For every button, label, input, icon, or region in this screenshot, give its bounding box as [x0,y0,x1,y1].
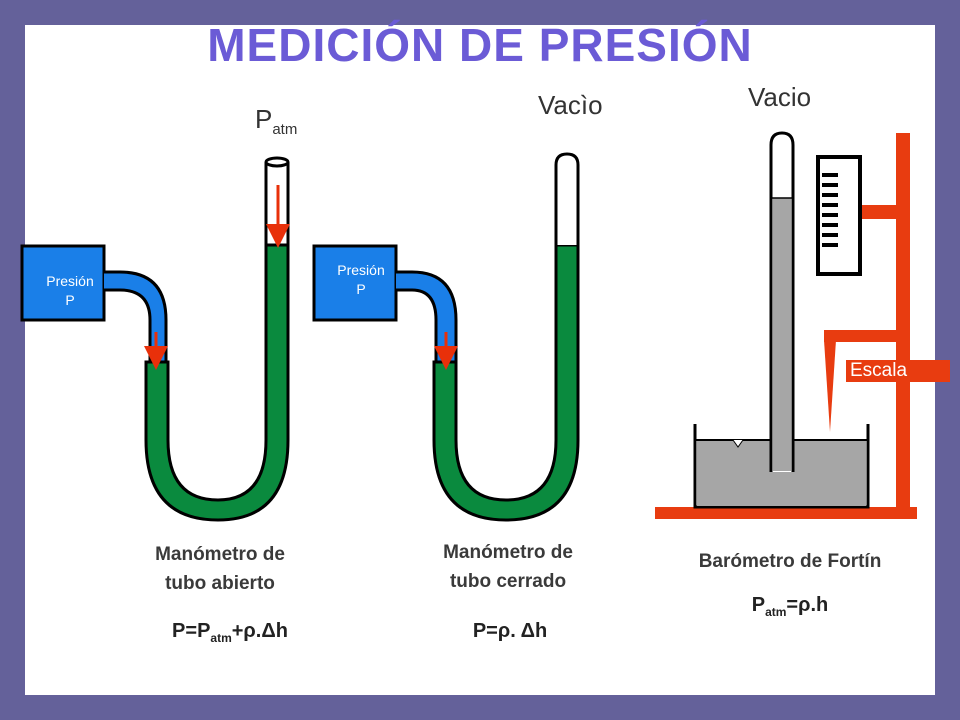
open-manometer [20,156,290,522]
scale-side-label: Escala [846,360,950,382]
formula-barometer-a: P [751,594,766,616]
fortin-barometer [655,131,917,519]
u-tube-closed [432,243,580,522]
vacio-label-barometer: Vacio [748,82,812,112]
formula-open: P=Patm+ρ.Δh [120,620,340,645]
caption-closed-line2: tubo cerrado [449,571,567,592]
reservoir-notch [732,439,744,448]
pointer-needle [824,340,836,432]
stand-arm-top [855,205,900,219]
caption-open-line2: tubo abierto [165,573,275,594]
scale-ticks [822,173,838,247]
open-tube-mouth [264,156,290,168]
pressure-box-closed-text: Presión P [325,261,397,299]
barometer-mercury-column [773,198,791,471]
caption-open-line1: Manómetro de [155,544,285,565]
closed-tube-top [554,152,580,245]
caption-open-manometer: Manómetro de tubo abierto [120,540,320,598]
formula-open-sub: atm [210,631,232,645]
stand-base [655,507,917,519]
stand-pole [896,133,910,511]
blue-connector-open [104,270,168,364]
caption-closed-manometer: Manómetro de tubo cerrado [408,538,608,596]
formula-open-a: P=P [172,620,211,642]
pressure-box-open-line2: P [65,292,75,308]
pressure-box-open [20,244,106,322]
formula-barometer-sub: atm [765,605,787,619]
reservoir-walls [693,424,870,509]
formula-closed: P=ρ. Δh [472,620,548,642]
blue-connector-closed [396,270,458,364]
vacio-label-closed: Vacìo [538,90,603,120]
pressure-box-open-line1: Presión [46,273,94,289]
pressure-box-closed-line2: P [356,281,366,297]
u-tube-open [144,243,290,522]
patm-label: Patm [255,104,297,138]
caption-closed-line1: Manómetro de [443,542,573,563]
formula-barometer-b: =ρ.h [786,594,829,616]
patm-label-main: P [255,104,273,134]
patm-label-sub: atm [272,121,298,139]
formula-open-b: +ρ.Δh [231,620,288,642]
pressure-box-closed-line1: Presión [337,262,385,278]
page-title: MEDICIÓN DE PRESIÓN [207,19,753,71]
closed-manometer [312,152,580,522]
stand-arm-mid [824,330,900,342]
pressure-box-open-text: Presión P [34,272,106,310]
caption-barometer: Barómetro de Fortín [698,551,882,572]
formula-barometer: Patm=ρ.h [680,594,900,619]
